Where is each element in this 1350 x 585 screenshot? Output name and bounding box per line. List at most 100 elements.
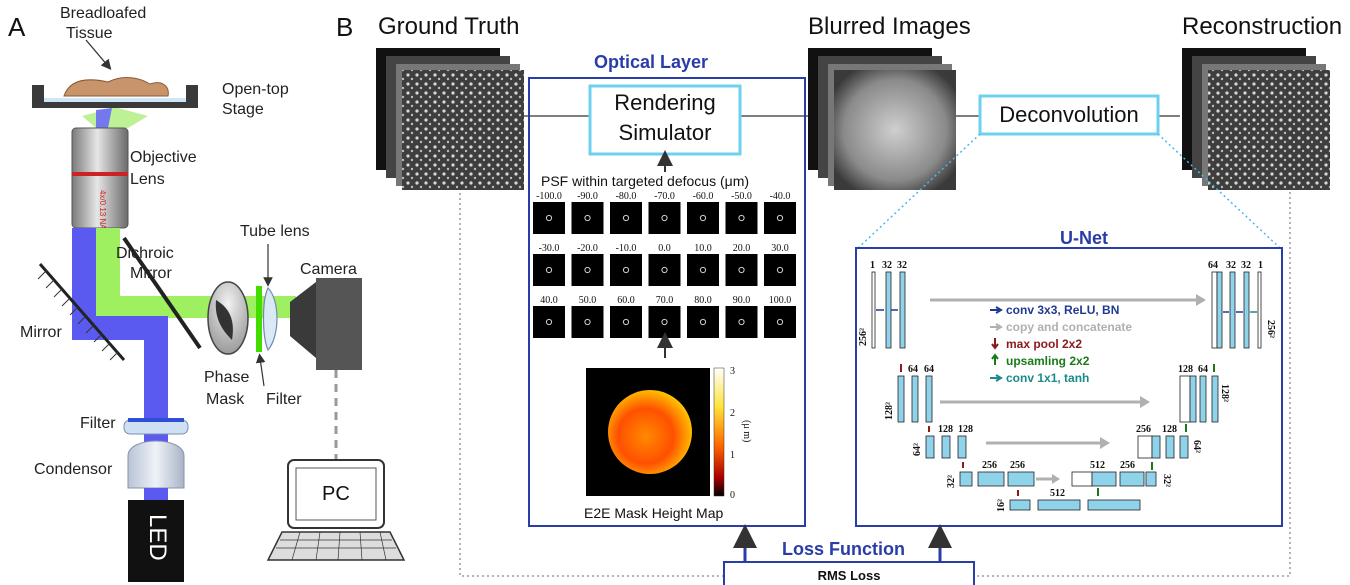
- deconvolution-label: Deconvolution: [999, 102, 1138, 127]
- fold-mirror: [37, 263, 126, 361]
- psf-spot: [699, 214, 707, 222]
- rendering-simulator-line2: Simulator: [619, 120, 712, 145]
- stage-label-line1: Open-top: [222, 81, 289, 98]
- psf-tile: [764, 306, 796, 338]
- phase-mask-label-line1: Phase: [204, 369, 249, 386]
- psf-tile: [533, 306, 565, 338]
- psf-caption: PSF within targeted defocus (μm): [541, 173, 749, 189]
- colorbar-unit: (μ m): [741, 420, 752, 442]
- l3-ch-1: 128: [938, 424, 953, 435]
- psf-tile: [571, 254, 604, 286]
- reconstruction-stack: [1182, 48, 1330, 190]
- tube-lens-label: Tube lens: [240, 223, 310, 240]
- psf-spot: [545, 214, 553, 222]
- l4-ch-1: 256: [982, 460, 997, 471]
- loss-function-label: Loss Function: [782, 539, 905, 559]
- psf-label: -70.0: [654, 191, 675, 202]
- l1-dec-ch-4: 1: [1258, 260, 1263, 271]
- blurred-images-stack: [808, 48, 956, 190]
- down-arrow-icon: [991, 338, 999, 350]
- camera-label: Camera: [300, 261, 357, 278]
- led-label: LED: [144, 514, 171, 561]
- filter-pointer: [255, 353, 266, 387]
- up-arrow-icon: [991, 353, 999, 365]
- psf-spot: [661, 266, 668, 274]
- psf-label: 60.0: [617, 295, 635, 306]
- ground-truth-stack: [376, 48, 524, 190]
- dichroic-label-line1: Dichroic: [116, 245, 174, 262]
- psf-tile: [725, 202, 758, 234]
- l2-ch-2: 64: [924, 364, 934, 375]
- rendering-simulator-box: [588, 84, 742, 156]
- colorbar-tick-3: 3: [730, 366, 735, 377]
- psf-grid: -100.0-90.0-80.0-70.0-60.0-50.0-40.0-30.…: [533, 191, 796, 338]
- l1-ch-1: 1: [870, 260, 875, 271]
- psf-spot: [699, 318, 707, 326]
- psf-spot: [699, 266, 707, 274]
- mirror-label: Mirror: [20, 324, 62, 341]
- psf-spot: [776, 214, 784, 222]
- tissue-pointer: [85, 39, 112, 70]
- psf-tile: [648, 202, 681, 234]
- phase-mask-label-line2: Mask: [206, 391, 245, 408]
- objective-label-line1: Objective: [130, 149, 197, 166]
- psf-label: 30.0: [771, 243, 789, 254]
- l2-dec-ch-1: 128: [1178, 364, 1193, 375]
- psf-tile: [533, 254, 565, 286]
- right-arrow-icon: [990, 306, 1003, 314]
- psf-label: -100.0: [536, 191, 562, 202]
- l1-dec-ch-3: 32: [1241, 260, 1251, 271]
- l2-dec-ch-2: 64: [1198, 364, 1208, 375]
- psf-spot: [661, 214, 668, 222]
- psf-label: 70.0: [656, 295, 674, 306]
- legend-label: conv 1x1, tanh: [1006, 371, 1089, 385]
- blurred-images-title: Blurred Images: [808, 13, 971, 40]
- psf-spot: [776, 266, 784, 274]
- rms-loss-box: [723, 561, 975, 585]
- l2-dims-right: 128²: [1219, 384, 1230, 402]
- open-top-stage: [32, 77, 198, 108]
- psf-spot: [622, 266, 630, 274]
- psf-label: 90.0: [733, 295, 751, 306]
- psf-spot: [738, 318, 745, 326]
- l3-dec-ch-1: 256: [1136, 424, 1151, 435]
- unet-title: U-Net: [1060, 228, 1108, 248]
- dichroic-label-line2: Mirror: [130, 265, 172, 282]
- psf-label: 50.0: [579, 295, 597, 306]
- objective-lens: 4x/0.13 NA: [71, 127, 129, 230]
- l4-ch-2: 256: [1010, 460, 1025, 471]
- emission-filter: [256, 286, 262, 352]
- l1-dec-ch-2: 32: [1226, 260, 1236, 271]
- psf-spot: [776, 318, 784, 326]
- psf-tile: [648, 254, 681, 286]
- rms-loss-label: RMS Loss: [818, 568, 881, 583]
- psf-tile: [610, 202, 642, 234]
- psf-label: 40.0: [540, 295, 558, 306]
- psf-spot: [584, 266, 591, 274]
- psf-spot: [545, 318, 553, 326]
- psf-spot: [584, 214, 591, 222]
- l4-dims-left: 32²: [946, 475, 957, 488]
- l5-dims: 16²: [996, 499, 1007, 512]
- psf-tile: [764, 202, 796, 234]
- psf-tile: [764, 254, 796, 286]
- camera: [290, 278, 362, 370]
- l4-dec-ch-2: 256: [1120, 460, 1135, 471]
- psf-label: -10.0: [616, 243, 637, 254]
- excitation-beam-vertical: [72, 228, 96, 316]
- psf-tile: [610, 254, 642, 286]
- psf-tile: [687, 254, 719, 286]
- psf-spot: [584, 318, 591, 326]
- psf-label: -30.0: [539, 243, 560, 254]
- tube-lens: [262, 286, 278, 352]
- stage-label-line2: Stage: [222, 101, 264, 118]
- condensor: [127, 440, 185, 489]
- right-arrow-icon: [990, 323, 1003, 331]
- psf-tile: [571, 202, 604, 234]
- l1-dims-right: 256²: [1265, 320, 1276, 338]
- l5-ch: 512: [1050, 488, 1065, 499]
- psf-label: -20.0: [577, 243, 598, 254]
- dichroic-mirror: [122, 236, 202, 350]
